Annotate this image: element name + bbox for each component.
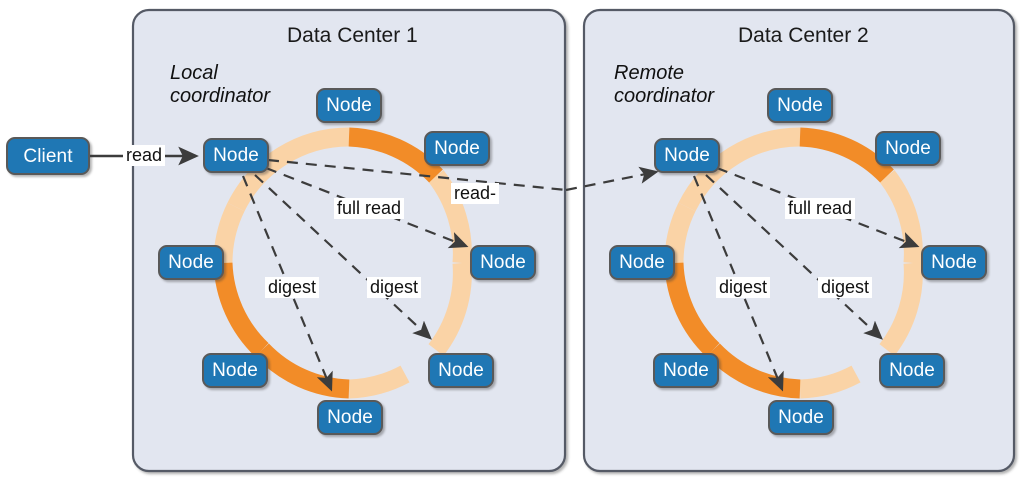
dc1-full-read-label: full read [334,198,405,219]
local-coordinator-caption-line2: coordinator [170,84,271,107]
dc1-node-right[interactable]: Node [470,245,536,280]
dc2-node-top-right[interactable]: Node [875,131,941,166]
local-coordinator-caption-line1: Local [170,62,218,84]
remote-coordinator-caption-line1: Remote [614,62,685,84]
dc1-node-left[interactable]: Node [158,245,224,280]
dc1-node-top-right[interactable]: Node [424,131,490,166]
datacenter-1-title: Data Center 1 [287,24,418,47]
client-box[interactable]: Client [6,137,90,175]
local-coordinator-caption: Local coordinator [170,62,270,108]
dc1-digest-2 [254,174,432,340]
dc2-full-read [716,166,920,249]
remote-coordinator-caption-line2: coordinator [614,84,715,107]
dc2-digest-2 [705,174,883,340]
ring-1 [213,127,472,399]
dc1-node-top[interactable]: Node [316,88,382,123]
cross-datacenter-read-edge [565,166,659,192]
remote-coordinator-caption: Remote coordinator [614,62,714,108]
ring-2 [664,127,923,399]
dc2-node-bottom-right[interactable]: Node [879,353,945,388]
dc1-node-bottom-right[interactable]: Node [428,353,494,388]
dc1-node-bottom-left[interactable]: Node [202,353,268,388]
dc1-digest-label-2: digest [367,277,422,298]
dc1-read-out [267,158,567,192]
client-read-label: read [123,145,166,166]
dc2-node-top[interactable]: Node [767,88,833,123]
dc2-node-left[interactable]: Node [609,245,675,280]
dc2-full-read-label: full read [785,198,856,219]
dc1-node-bottom[interactable]: Node [317,400,383,435]
dc2-digest-label-1: digest [716,277,771,298]
dc2-node-bottom[interactable]: Node [768,400,834,435]
cross-datacenter-read-label: read- [451,183,500,204]
datacenter-2-title: Data Center 2 [738,24,869,47]
dc2-node-bottom-left[interactable]: Node [653,353,719,388]
dc1-full-read [265,166,469,249]
dc1-node-coordinator[interactable]: Node [203,138,269,173]
dc2-node-coordinator[interactable]: Node [654,138,720,173]
dc1-digest-label-1: digest [265,277,320,298]
dc2-node-right[interactable]: Node [921,245,987,280]
dc2-digest-label-2: digest [818,277,873,298]
